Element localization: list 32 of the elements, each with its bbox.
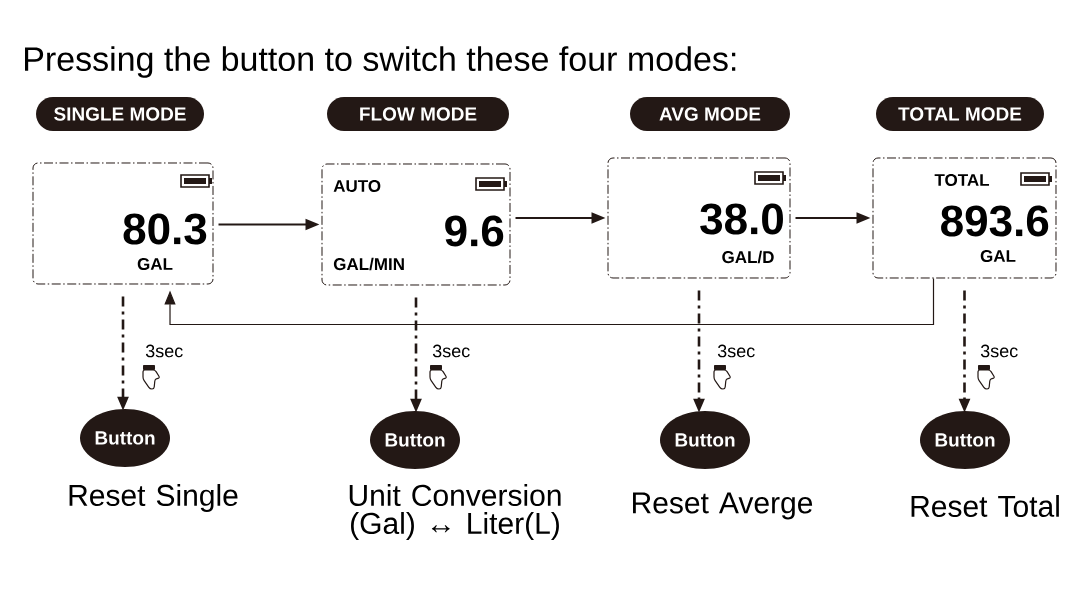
unit-text: GAL: [980, 250, 1016, 262]
lcd-screen: [321, 163, 511, 286]
lcd-screen: [32, 162, 214, 285]
display-reading: 80.3: [123, 213, 207, 245]
title: Pressing the button to switch these four modes:: [25, 46, 736, 78]
unit-text: GAL: [137, 258, 173, 270]
unit-text: GAL/D: [722, 250, 774, 264]
caption-text: Reset Total: [911, 495, 1059, 517]
mode-indicator: TOTAL: [934, 174, 990, 186]
caption-text: Reset Averge: [633, 492, 813, 520]
display-reading: 9.6: [445, 215, 504, 247]
button-oval: Button: [80, 409, 170, 467]
button-oval: Button: [370, 411, 460, 469]
button-oval: Button: [920, 411, 1010, 469]
lcd-screen: [607, 157, 791, 279]
mode-label: FLOW MODE: [327, 97, 509, 131]
mode-label: SINGLE MODE: [36, 97, 204, 131]
mode-indicator: AUTO: [333, 180, 381, 192]
mode-label: AVG MODE: [630, 97, 790, 131]
duration-label: 3sec: [980, 344, 1018, 358]
arrow: [164, 277, 935, 326]
duration-label: 3sec: [717, 344, 755, 358]
mode-label: TOTAL MODE: [876, 97, 1044, 131]
caption-text: Unit Conversion (Gal) ↔ Liter(L): [349, 484, 561, 540]
unit-text: GAL/MIN: [333, 257, 404, 271]
lcd-screen: [872, 157, 1057, 279]
caption-text: Reset Single: [69, 484, 238, 512]
display-reading: 893.6: [941, 205, 1049, 237]
button-oval: Button: [660, 411, 750, 469]
duration-label: 3sec: [432, 344, 470, 358]
duration-label: 3sec: [145, 344, 183, 358]
display-reading: 38.0: [700, 203, 783, 235]
